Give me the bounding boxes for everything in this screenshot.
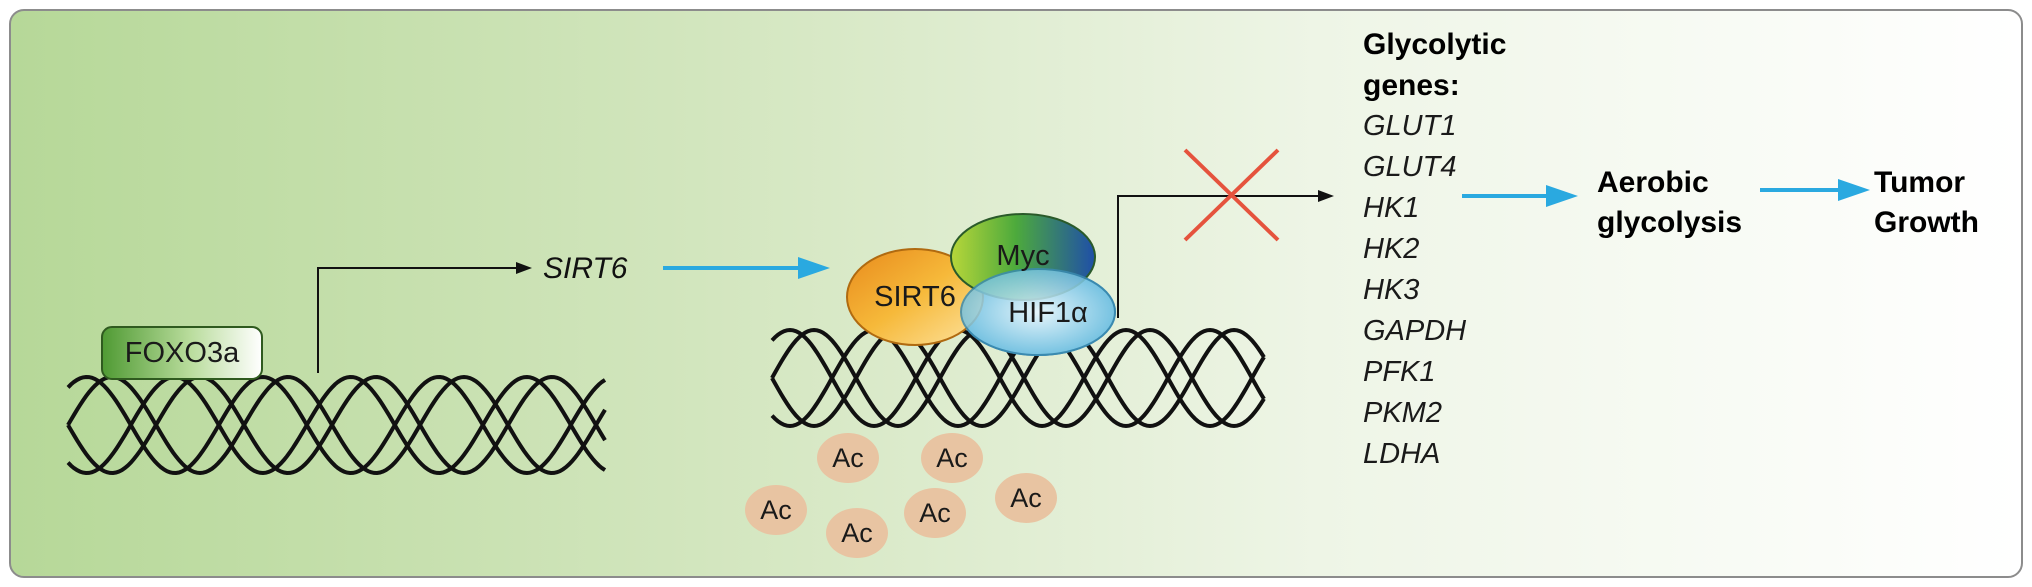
foxo3a-box	[101, 326, 263, 380]
outcome-tumor-line2: Growth	[1874, 206, 1979, 239]
acetyl-ellipse	[826, 508, 888, 558]
glycolytic-genes-title-line2: genes:	[1363, 69, 1460, 102]
inhibition-x-icon	[1183, 148, 1280, 242]
gene-item: PKM2	[1363, 397, 1442, 429]
sirt6-gene-label: SIRT6	[543, 252, 628, 285]
transcription-line-foxo3a	[317, 267, 520, 373]
gene-item: PFK1	[1363, 356, 1436, 388]
hif1a-ellipse-front	[960, 268, 1116, 356]
dna-strand	[770, 327, 1266, 429]
acetyl-label: Ac	[760, 494, 792, 525]
gene-item: GLUT1	[1363, 110, 1457, 142]
acetyl-label: Ac	[1010, 482, 1042, 513]
dna-strand	[66, 374, 607, 476]
dna-helix-left	[66, 374, 607, 476]
dna-strand	[770, 327, 1266, 429]
outcome-aerobic-line1: Aerobic	[1597, 166, 1709, 199]
transcription-arrowhead-foxo3a	[516, 262, 532, 274]
gene-item: LDHA	[1363, 438, 1441, 470]
dna-strand	[770, 327, 1266, 429]
hif1a-label: HIF1α	[1008, 296, 1088, 329]
gene-item: GLUT4	[1363, 151, 1457, 183]
gene-item: HK2	[1363, 233, 1420, 265]
arrowhead-genes-to-glycolysis	[1546, 185, 1578, 207]
acetyl-label: Ac	[919, 497, 951, 528]
foxo3a-label: FOXO3a	[124, 336, 240, 369]
transcription-line-complex	[1117, 195, 1320, 318]
dna-strand	[66, 374, 607, 476]
gene-item: HK3	[1363, 274, 1420, 306]
acetyl-label: Ac	[832, 442, 864, 473]
acetyl-ellipse	[904, 488, 966, 538]
acetyl-label: Ac	[936, 442, 968, 473]
outcome-tumor-line1: Tumor	[1874, 166, 1966, 199]
acetyl-ellipse	[921, 433, 983, 483]
acetyl-ellipse	[995, 473, 1057, 523]
dna-strand	[66, 374, 607, 476]
gene-item: HK1	[1363, 192, 1420, 224]
arrowhead-sirt6-to-protein	[798, 257, 830, 279]
sirt6-protein-label: SIRT6	[874, 280, 956, 313]
outcome-aerobic-line2: glycolysis	[1597, 206, 1743, 239]
dna-strand	[66, 374, 607, 476]
glycolytic-genes-title-line1: Glycolytic	[1363, 28, 1507, 61]
gene-item: GAPDH	[1363, 315, 1467, 347]
acetyl-group-cluster	[745, 433, 1057, 558]
acetyl-ellipse	[745, 485, 807, 535]
acetyl-label: Ac	[841, 517, 873, 548]
myc-label: Myc	[996, 239, 1050, 272]
arrowhead-glycolysis-to-growth	[1838, 179, 1870, 201]
acetyl-ellipse	[817, 433, 879, 483]
transcription-arrowhead-complex	[1318, 190, 1334, 202]
